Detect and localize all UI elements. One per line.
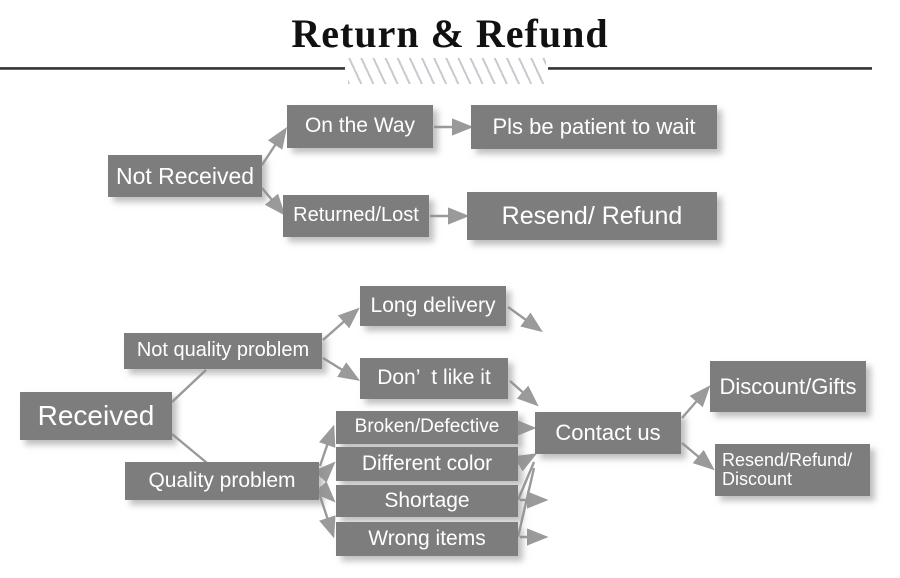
node-shortage[interactable]: Shortage — [336, 485, 518, 517]
divider-line-right — [548, 67, 872, 70]
node-dont-like-it[interactable]: Don’ t like it — [360, 358, 508, 399]
node-not-quality-problem[interactable]: Not quality problem — [124, 333, 322, 369]
node-resend-refund-discount[interactable]: Resend/Refund/ Discount — [715, 444, 870, 496]
node-discount-gifts[interactable]: Discount/Gifts — [710, 361, 866, 412]
node-on-the-way[interactable]: On the Way — [287, 105, 433, 148]
hatched-divider-icon — [348, 58, 546, 84]
node-wrong-items[interactable]: Wrong items — [336, 522, 518, 556]
divider-line-left — [0, 67, 345, 70]
node-different-color[interactable]: Different color — [336, 447, 518, 481]
node-received[interactable]: Received — [20, 392, 172, 440]
node-resend-refund[interactable]: Resend/ Refund — [467, 192, 717, 240]
node-long-delivery[interactable]: Long delivery — [360, 286, 506, 326]
page-title: Return & Refund — [291, 11, 609, 56]
node-pls-be-patient-to-wait[interactable]: Pls be patient to wait — [471, 105, 717, 149]
node-contact-us[interactable]: Contact us — [535, 412, 681, 454]
node-quality-problem[interactable]: Quality problem — [125, 462, 319, 500]
node-not-received[interactable]: Not Received — [108, 155, 262, 197]
node-broken-defective[interactable]: Broken/Defective — [336, 411, 518, 444]
node-returned-lost[interactable]: Returned/Lost — [283, 195, 429, 237]
